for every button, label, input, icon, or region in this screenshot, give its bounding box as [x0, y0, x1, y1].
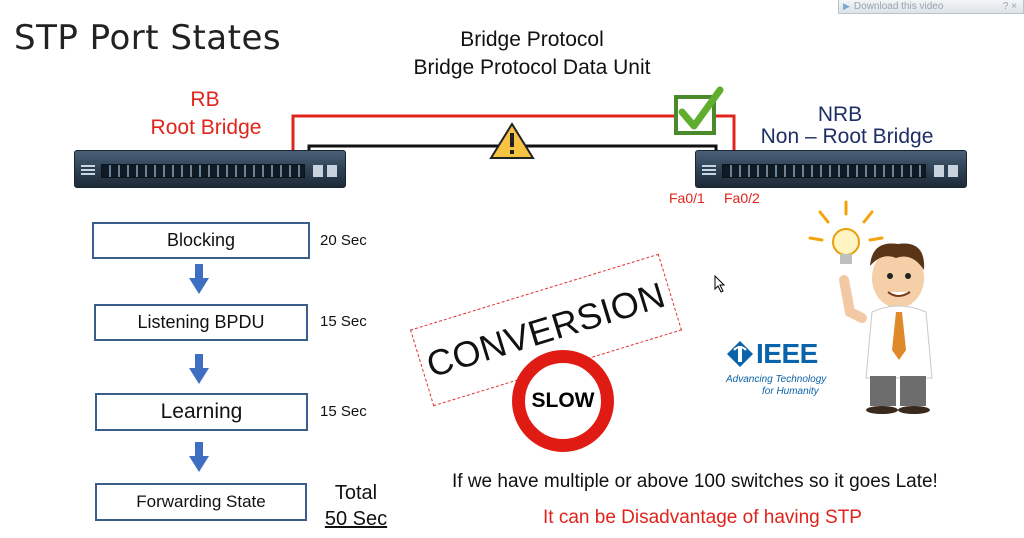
- play-icon: ▶: [843, 1, 850, 11]
- slow-sign: SLOW: [512, 350, 614, 452]
- state-blocking: Blocking: [92, 222, 310, 259]
- switch-ports: [722, 164, 926, 178]
- mouse-cursor-icon: [714, 275, 726, 293]
- switch-ports: [101, 164, 305, 178]
- timer-blocking: 20 Sec: [320, 232, 367, 249]
- lightbulb-businessman-icon: [808, 200, 933, 414]
- note-main: If we have multiple or above 100 switche…: [452, 471, 938, 492]
- timer-learning: 15 Sec: [320, 403, 367, 420]
- total-value: 50 Sec: [324, 508, 388, 530]
- download-video-label: Download this video: [853, 1, 944, 12]
- non-root-bridge-abbr: NRB: [817, 103, 863, 126]
- arrow-down-icon: [189, 442, 209, 472]
- root-bridge-switch: [74, 150, 346, 188]
- arrow-down-icon: [189, 354, 209, 384]
- root-bridge-label: Root Bridge: [150, 116, 262, 139]
- slide-title: STP Port States: [14, 18, 282, 58]
- state-forwarding: Forwarding State: [95, 483, 307, 521]
- switch-leds: [81, 165, 95, 175]
- switch-uplinks: [934, 165, 958, 177]
- flow-arrows: [189, 264, 209, 472]
- warning-icon: [489, 122, 535, 159]
- timer-listening: 15 Sec: [320, 313, 367, 330]
- arrow-down-icon: [189, 264, 209, 294]
- ieee-tagline-1: Advancing Technology: [726, 374, 827, 385]
- download-extra-controls[interactable]: ? ×: [1002, 1, 1017, 12]
- state-learning: Learning: [95, 393, 308, 431]
- port-label-fa02: Fa0/2: [724, 190, 760, 206]
- ieee-tagline-2: for Humanity: [762, 386, 819, 397]
- root-bridge-abbr: RB: [190, 88, 220, 111]
- ieee-diamond-icon: [727, 341, 753, 367]
- checkmark-icon: [674, 86, 724, 135]
- switch-links: [291, 86, 736, 176]
- non-root-bridge-label: Non – Root Bridge: [760, 125, 934, 148]
- protocol-heading: Bridge Protocol: [460, 28, 604, 51]
- switch-leds: [702, 165, 716, 175]
- note-warning: It can be Disadvantage of having STP: [543, 507, 862, 528]
- slow-text: SLOW: [531, 389, 595, 412]
- total-label: Total: [334, 482, 378, 504]
- protocol-subheading: Bridge Protocol Data Unit: [413, 56, 651, 79]
- switch-uplinks: [313, 165, 337, 177]
- state-listening: Listening BPDU: [94, 304, 308, 341]
- red-link: [291, 114, 736, 176]
- port-label-fa01: Fa0/1: [669, 190, 705, 206]
- download-video-button[interactable]: ▶ Download this video ? ×: [838, 0, 1024, 14]
- non-root-bridge-switch: [695, 150, 967, 188]
- ieee-name: IEEE: [756, 338, 818, 369]
